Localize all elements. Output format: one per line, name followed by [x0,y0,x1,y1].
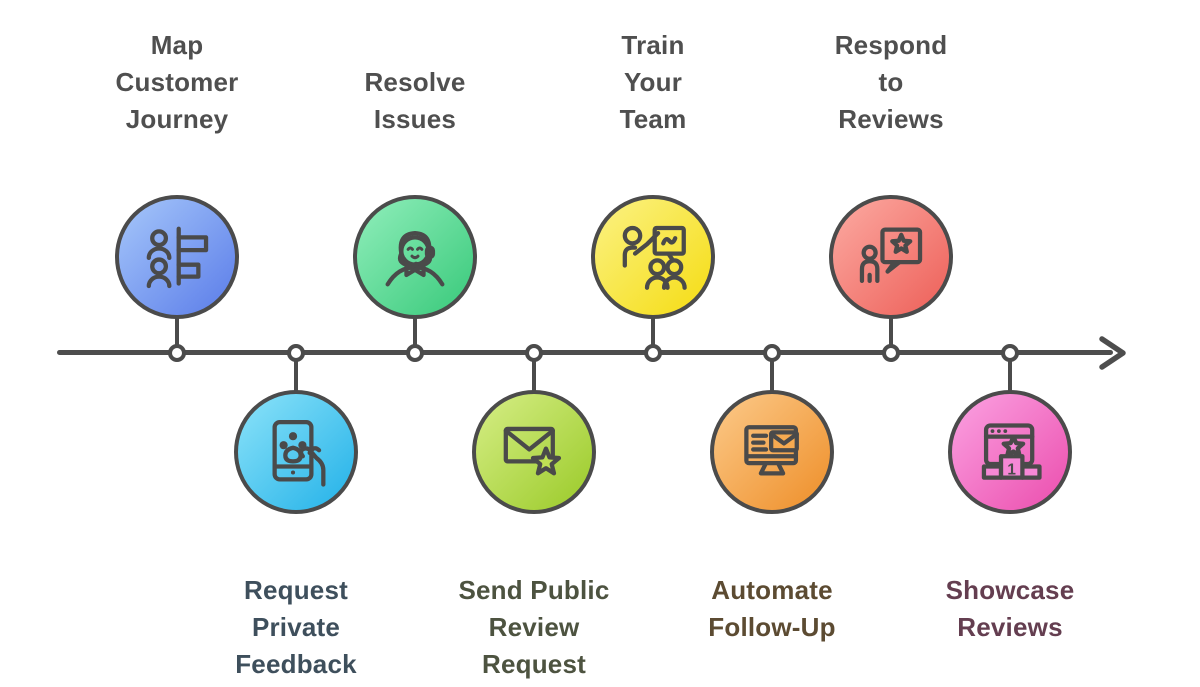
arrowhead-icon [1099,336,1126,370]
connector-stem [413,317,417,355]
journey-map-icon [146,226,209,289]
timeline-dot [525,344,543,362]
timeline-dot [644,344,662,362]
node-circle [829,195,953,319]
timeline-dot [882,344,900,362]
timeline-dot [406,344,424,362]
timeline-dot [287,344,305,362]
node-label: Train Your Team [619,30,687,134]
envelope-star-icon [503,426,562,476]
node-label: Showcase Reviews [945,575,1075,642]
node-circle: 1 [948,390,1072,514]
tablet-feedback-icon [272,419,326,487]
node-circle [353,195,477,319]
node-circle [234,390,358,514]
timeline-axis [57,350,1113,355]
browser-podium-star-icon: 1 [981,423,1042,480]
node-label: Automate Follow-Up [708,575,836,642]
node-label: Request Private Feedback [235,575,357,679]
node-circle [710,390,834,514]
support-agent-icon [385,230,445,287]
node-label: Resolve Issues [364,67,466,134]
podium-rank-number: 1 [1007,462,1016,479]
connector-stem [651,317,655,355]
node-circle [472,390,596,514]
timeline-dot [1001,344,1019,362]
timeline-dot [763,344,781,362]
connector-stem [770,353,774,393]
node-circle [115,195,239,319]
training-presentation-icon [622,225,687,290]
connector-stem [175,317,179,355]
node-label: Respond to Reviews [834,30,948,134]
node-circle [591,195,715,319]
connector-stem [532,353,536,393]
monitor-email-icon [744,425,799,476]
connector-stem [889,317,893,355]
connector-stem [1008,353,1012,393]
node-label: Send Public Review Request [458,575,610,679]
timeline-dot [168,344,186,362]
person-review-bubble-icon [859,227,923,284]
node-label: Map Customer Journey [115,30,239,134]
connector-stem [294,353,298,393]
